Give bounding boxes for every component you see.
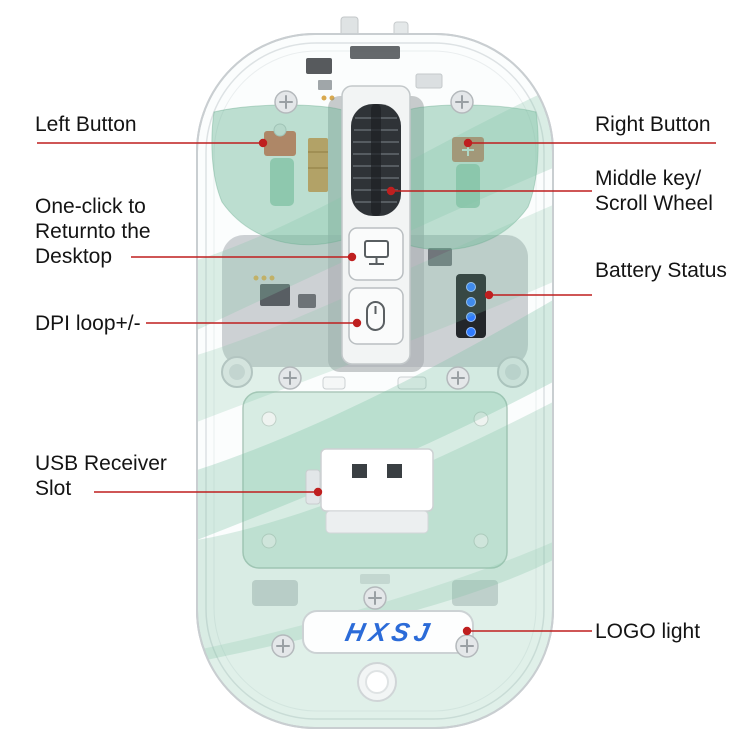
screws [271,90,479,658]
desktop-return-button [348,227,404,281]
logo-text: HXSJ [343,617,437,647]
usb-receiver [305,448,434,534]
monitor-icon [364,240,389,265]
screw [455,634,479,658]
callout-label-middle-key: Middle key/ Scroll Wheel [595,167,713,215]
battery-indicator [456,274,486,338]
screw [446,366,470,390]
lower-components [252,574,498,606]
dpi-button [348,287,404,345]
screw [450,90,474,114]
logo-light-panel: HXSJ [302,610,474,654]
callout-label-left-button: Left Button [35,113,137,136]
callout-label-usb-receiver: USB Receiver Slot [35,452,167,500]
dpi-mouse-icon [366,301,385,331]
callout-label-right-button: Right Button [595,113,711,136]
scroll-wheel [351,104,401,216]
screw [278,366,302,390]
bottom-circle-button [357,662,397,702]
screw [271,634,295,658]
top-pcb-components [306,46,443,101]
callout-label-one-click: One-click to Returnto the Desktop [35,195,151,268]
left-click-switch [264,123,296,206]
callout-label-dpi-loop: DPI loop+/- [35,312,141,335]
screw [363,586,387,610]
screw [274,90,298,114]
metal-ring-left [221,356,253,388]
metal-ring-right [497,356,529,388]
flex-cable [308,138,328,192]
center-column [341,85,411,365]
callout-label-battery-status: Battery Status [595,259,727,282]
callout-label-logo-light: LOGO light [595,620,701,643]
